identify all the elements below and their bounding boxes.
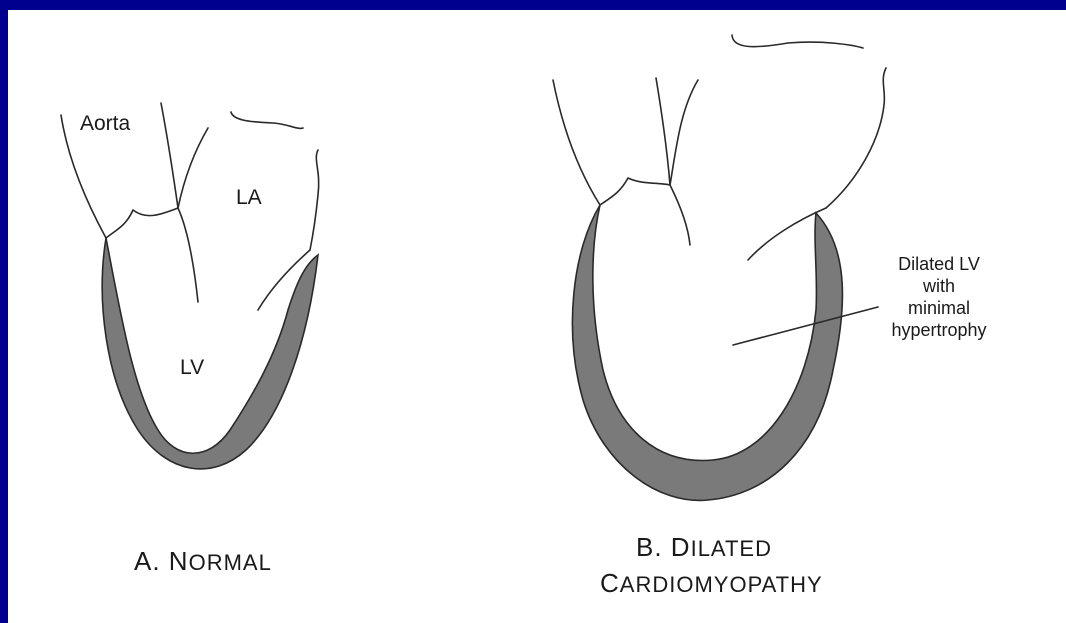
note-line: minimal: [907, 298, 970, 318]
aorta-label: Aorta: [80, 112, 131, 135]
caption-normal-rest: ORMAL: [188, 550, 272, 575]
normal-mitral-line: [257, 249, 311, 311]
lv-label: LV: [180, 356, 205, 379]
caption-cardio-lead: C: [600, 568, 620, 598]
normal-septum-line: [177, 207, 199, 303]
caption-normal-lead: A. N: [134, 546, 189, 576]
dilated-septum-line: [669, 184, 691, 246]
normal-aorta-right-wall: [160, 102, 179, 209]
dilated-aorta-left: [552, 79, 601, 206]
dilated-aortic-root: [669, 79, 699, 186]
dilated-lv-wall: [571, 204, 844, 502]
caption-normal: A. NORMAL: [134, 546, 272, 577]
dilated-mitral-line: [747, 207, 827, 261]
dilated-la-top: [731, 34, 864, 49]
dilated-heart: [552, 34, 887, 502]
normal-heart: [60, 102, 320, 470]
caption-dilated-line1: B. DILATED: [636, 532, 772, 563]
note-line: Dilated LV: [898, 254, 980, 274]
caption-cardio-rest: ARDIOMYOPATHY: [619, 572, 823, 597]
normal-aortic-valve: [105, 207, 179, 239]
dilated-aortic-valve: [599, 177, 671, 206]
caption-dilated-rest: ILATED: [690, 536, 772, 561]
dilated-note-pointer: [732, 306, 879, 346]
caption-dilated-line2: CARDIOMYOPATHY: [600, 568, 823, 599]
dilated-la-right: [825, 67, 887, 209]
normal-aorta-outline: [60, 114, 107, 239]
normal-lv-wall: [101, 237, 320, 470]
dilated-aorta-right: [655, 77, 671, 186]
normal-la-right: [309, 149, 320, 251]
normal-aortic-root: [177, 127, 209, 209]
la-label: LA: [236, 186, 262, 209]
heart-diagrams: [60, 34, 887, 502]
note-line: with: [922, 276, 955, 296]
caption-dilated-lead: B. D: [636, 532, 691, 562]
dilated-lv-note: Dilated LV with minimal hypertrophy: [874, 253, 1004, 341]
normal-la-top: [230, 111, 304, 130]
diagram-slide: Aorta LA LV Dilated LV with minimal hype…: [8, 10, 1066, 623]
note-line: hypertrophy: [891, 320, 987, 340]
